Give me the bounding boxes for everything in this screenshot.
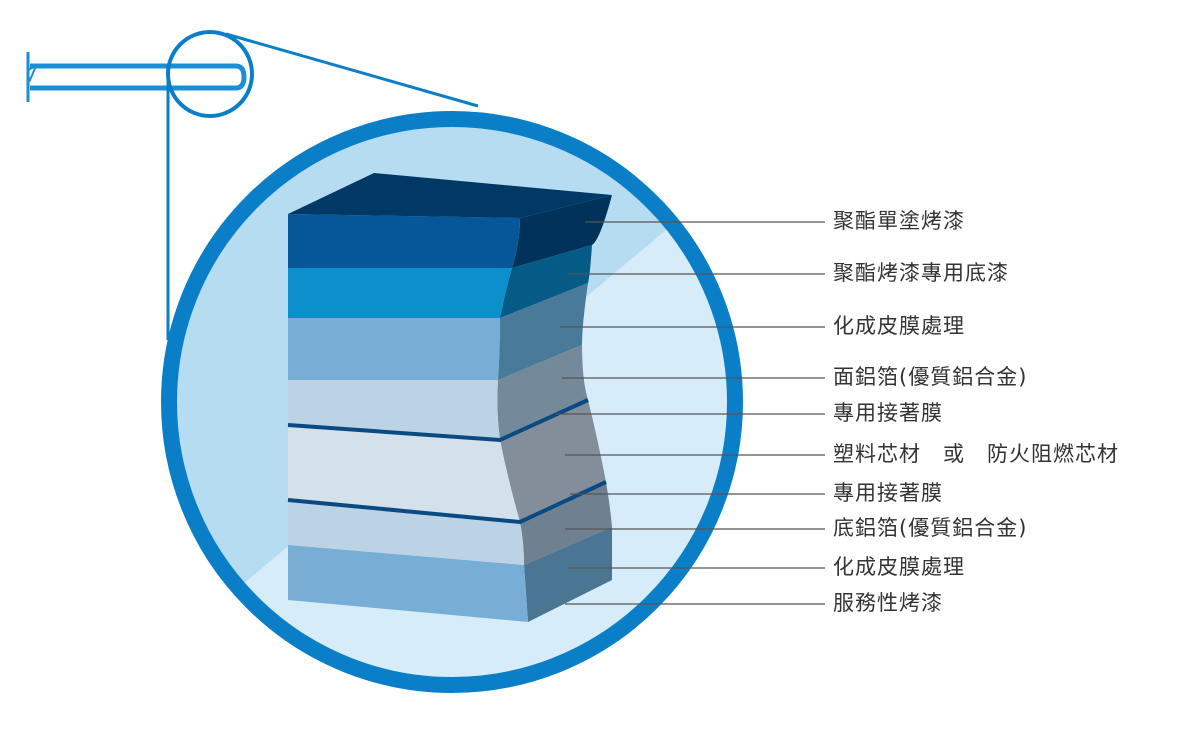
layer-label-9: 化成皮膜處理: [833, 555, 965, 579]
front-face-3: [288, 318, 500, 380]
front-face-5: [288, 425, 520, 522]
layer-label-6: 塑料芯材 或 防火阻燃芯材: [833, 442, 1119, 466]
side-face-5: [500, 400, 606, 522]
side-face-1: [512, 195, 612, 268]
layer-label-3: 化成皮膜處理: [833, 314, 965, 338]
layer-label-8: 底鋁箔(優質鋁合金): [833, 516, 1028, 540]
front-face-2: [288, 268, 512, 318]
layer-label-2: 聚酯烤漆專用底漆: [833, 261, 1009, 285]
front-face-7: [288, 545, 528, 622]
adhesive-line-lower: [287, 480, 607, 525]
front-face-1: [288, 214, 520, 268]
side-face-3: [498, 283, 588, 380]
layer-block: [287, 173, 612, 622]
layer-label-10: 服務性烤漆: [833, 591, 943, 615]
front-face-4: [288, 380, 500, 440]
layer-label-4: 面鋁箔(優質鋁合金): [833, 365, 1028, 389]
side-face-6: [520, 482, 612, 565]
side-face-2: [500, 245, 592, 318]
panel-edge-icon: [26, 52, 247, 102]
magnifier-small-circle: [166, 30, 254, 118]
layer-label-5: 專用接著膜: [833, 401, 943, 425]
top-face: [288, 173, 612, 218]
leader-lines: [555, 221, 825, 605]
layer-label-7: 專用接著膜: [833, 481, 943, 505]
layer-label-1: 聚酯單塗烤漆: [833, 209, 965, 233]
magnifier-connector-top: [225, 32, 479, 108]
front-face-6: [288, 500, 524, 565]
side-face-7: [524, 527, 612, 622]
side-face-4: [497, 345, 588, 440]
adhesive-line-upper: [287, 398, 589, 443]
